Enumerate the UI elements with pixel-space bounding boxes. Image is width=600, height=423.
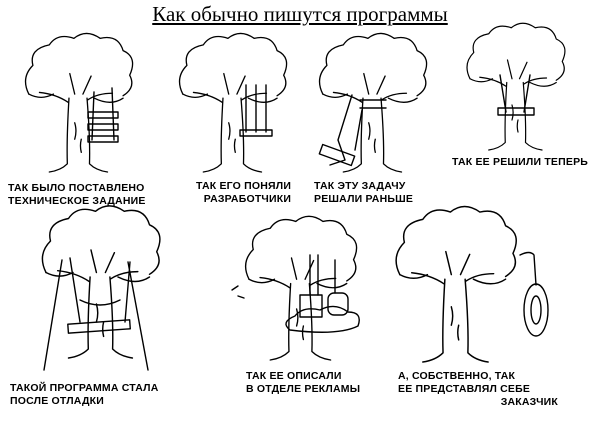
swing-developers (239, 84, 273, 137)
tree-panel-3 (318, 32, 428, 173)
tree-panel-1 (24, 32, 134, 173)
caption-line: ТАК ЕЕ РЕШИЛИ ТЕПЕРЬ (452, 156, 589, 168)
swing-spec (87, 87, 119, 143)
caption-line: РАЗРАБОТЧИКИ (203, 193, 292, 205)
swing-after-debug (43, 257, 149, 371)
swing-advertising (231, 254, 360, 333)
caption-line: А, СОБСТВЕННО, ТАК (398, 370, 516, 382)
tree-panel-5 (41, 205, 161, 359)
caption-line: ЕЕ ПРЕДСТАВЛЯЛ СЕБЕ (398, 383, 531, 395)
caption-now: ТАК ЕЕ РЕШИЛИ ТЕПЕРЬ (452, 156, 588, 169)
swing-tire (519, 251, 549, 337)
tree-panel-4 (466, 22, 566, 151)
caption-before: ТАК ЭТУ ЗАДАЧУ РЕШАЛИ РАНЬШЕ (314, 180, 413, 206)
caption-line: ТАКОЙ ПРОГРАММА СТАЛА (10, 382, 159, 394)
caption-line: ПОСЛЕ ОТЛАДКИ (10, 395, 105, 407)
swing-before (318, 94, 387, 167)
caption-customer: А, СОБСТВЕННО, ТАК ЕЕ ПРЕДСТАВЛЯЛ СЕБЕ З… (398, 370, 558, 409)
caption-line: ТАК ЭТУ ЗАДАЧУ (314, 180, 406, 192)
caption-line: ТАК БЫЛО ПОСТАВЛЕНО (8, 182, 145, 194)
caption-line: РЕШАЛИ РАНЬШЕ (314, 193, 414, 205)
caption-after-debug: ТАКОЙ ПРОГРАММА СТАЛА ПОСЛЕ ОТЛАДКИ (10, 382, 159, 408)
caption-developers: ТАК ЕГО ПОНЯЛИ РАЗРАБОТЧИКИ (196, 180, 291, 206)
caption-line: ТЕХНИЧЕСКОЕ ЗАДАНИЕ (8, 195, 146, 207)
caption-line: ЗАКАЗЧИК (500, 396, 558, 408)
caption-spec: ТАК БЫЛО ПОСТАВЛЕНО ТЕХНИЧЕСКОЕ ЗАДАНИЕ (8, 182, 146, 208)
caption-line: В ОТДЕЛЕ РЕКЛАМЫ (246, 383, 361, 395)
caption-advertising: ТАК ЕЕ ОПИСАЛИ В ОТДЕЛЕ РЕКЛАМЫ (246, 370, 360, 396)
caption-line: ТАК ЕГО ПОНЯЛИ (196, 180, 292, 192)
swing-now (497, 74, 535, 116)
caption-line: ТАК ЕЕ ОПИСАЛИ (246, 370, 342, 382)
page-title: Как обычно пишутся программы (152, 2, 448, 26)
tree-panel-2 (178, 32, 288, 173)
tree-panel-6 (244, 215, 358, 361)
tree-panel-7 (395, 205, 517, 363)
